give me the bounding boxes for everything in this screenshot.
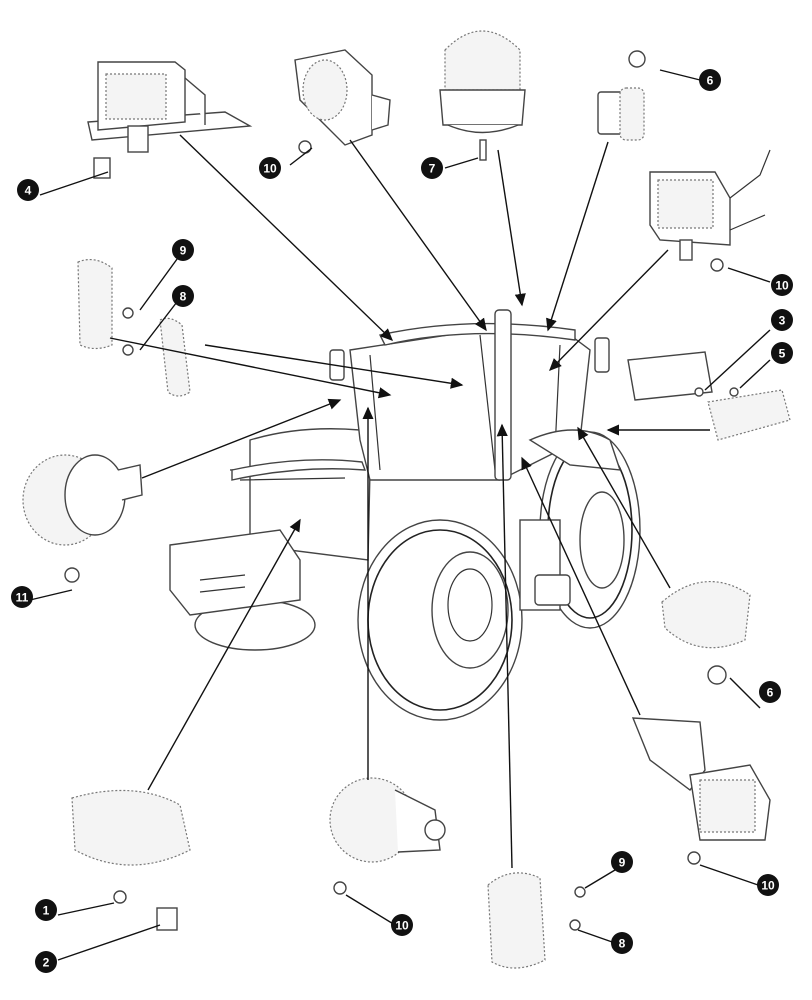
callout-2: 2 [35, 951, 57, 973]
rear-lamp-right [627, 351, 791, 441]
bulb-6-right [707, 665, 727, 685]
callouts: 6 10 7 4 10 9 8 3 5 11 6 10 10 9 8 1 2 [11, 69, 793, 973]
marker-lamp-bottom [487, 872, 546, 969]
callout-8-left: 8 [172, 285, 194, 307]
svg-text:10: 10 [395, 919, 409, 933]
side-lamp-right-lower [661, 580, 751, 649]
work-light-right-bottom [631, 717, 771, 841]
svg-text:8: 8 [180, 290, 187, 304]
callout-6-right: 6 [759, 681, 781, 703]
callout-11: 11 [11, 586, 33, 608]
callout-10-top: 10 [259, 157, 281, 179]
callout-9-left: 9 [172, 239, 194, 261]
bulb-1 [113, 890, 127, 904]
bulb-11 [64, 567, 80, 583]
bulb-2 [156, 907, 178, 931]
callout-10-right: 10 [771, 274, 793, 296]
callout-9-bottom: 9 [611, 851, 633, 873]
svg-text:2: 2 [43, 956, 50, 970]
bulb-6-top [628, 50, 646, 68]
work-light-top [294, 49, 391, 146]
bulbs [64, 50, 739, 931]
callout-1: 1 [35, 899, 57, 921]
cab [349, 329, 591, 481]
svg-text:8: 8 [619, 937, 626, 951]
svg-text:9: 9 [619, 856, 626, 870]
bulb-5 [729, 387, 739, 397]
bulb-8-bottom [569, 919, 581, 931]
callout-10-bottom-right: 10 [757, 874, 779, 896]
tractor [169, 309, 641, 721]
bulb-4 [93, 157, 111, 179]
leader-lines [29, 69, 771, 961]
svg-text:6: 6 [707, 74, 714, 88]
bulb-10-right [710, 258, 724, 272]
svg-text:7: 7 [429, 162, 436, 176]
round-work-light-bottom [329, 777, 446, 863]
side-lamp-left [77, 258, 191, 397]
bulb-10-top [298, 140, 312, 154]
bulb-9-bottom [574, 886, 586, 898]
bulb-10-bottom [333, 881, 347, 895]
callout-3: 3 [771, 309, 793, 331]
callout-6-top: 6 [699, 69, 721, 91]
svg-text:10: 10 [263, 162, 277, 176]
svg-text:11: 11 [16, 591, 29, 605]
svg-text:10: 10 [761, 879, 775, 893]
bulb-7 [479, 139, 487, 161]
svg-text:4: 4 [25, 184, 32, 198]
work-light-top-left [87, 61, 253, 153]
svg-text:6: 6 [767, 686, 774, 700]
bulb-3 [694, 387, 704, 397]
svg-text:10: 10 [775, 279, 789, 293]
work-light-right [649, 149, 771, 261]
cab-roof [378, 322, 576, 346]
svg-text:9: 9 [180, 244, 187, 258]
rotating-beacon [439, 30, 526, 134]
front-ballast-weight [169, 529, 301, 616]
callout-5: 5 [771, 342, 793, 364]
bulb-9-left [122, 307, 134, 319]
svg-text:1: 1 [43, 904, 50, 918]
callout-8-bottom: 8 [611, 932, 633, 954]
svg-text:3: 3 [779, 314, 786, 328]
callout-4: 4 [17, 179, 39, 201]
spot-light-left [22, 454, 143, 546]
marker-lamp-top [597, 87, 645, 141]
front-headlamp-lower [71, 789, 191, 866]
bulb-8-left [122, 344, 134, 356]
svg-text:5: 5 [779, 347, 786, 361]
callout-10-bottom: 10 [391, 914, 413, 936]
bulb-10-bottom-right [687, 851, 701, 865]
callout-7: 7 [421, 157, 443, 179]
